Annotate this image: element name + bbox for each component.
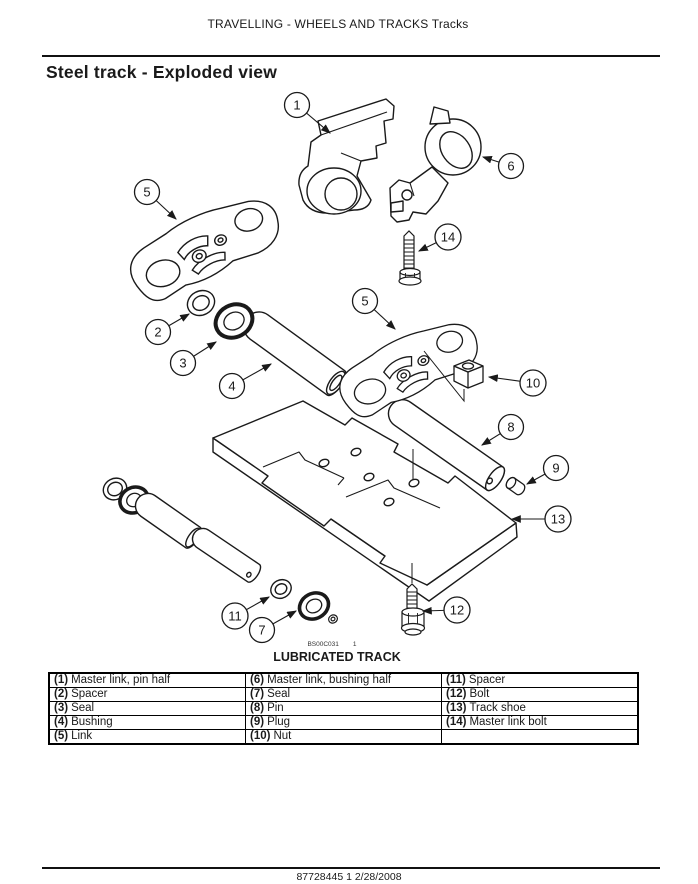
part-12-bolt [400,583,426,636]
part-cell-10: (10)Nut [245,729,442,745]
svg-text:4: 4 [228,379,235,394]
callout-14: 14 [418,223,462,252]
part-10-nut [453,359,484,389]
part-cell-5: (5)Link [48,729,246,745]
part-6-master-link-bushing-half [389,106,482,223]
figure-ref-code: BS00C031 [307,641,339,648]
callout-6: 6 [481,152,525,180]
part-cell-6: (6)Master link, bushing half [245,672,442,688]
callout-2: 2 [144,313,190,346]
part-8-pin-lower [191,527,262,583]
parts-legend-table: (1)Master link, pin half (6)Master link,… [48,672,639,745]
svg-text:13: 13 [551,512,565,527]
svg-text:2: 2 [154,325,161,340]
svg-text:1: 1 [293,98,300,113]
figure-caption: LUBRICATED TRACK [273,650,401,664]
breadcrumb: TRAVELLING - WHEELS AND TRACKS Tracks [207,17,469,31]
part-cell-9: (9)Plug [245,715,442,730]
part-1-master-link-pin-half [298,98,395,215]
part-9-plug-lower [328,614,338,624]
svg-text:7: 7 [258,623,265,638]
svg-text:9: 9 [552,461,559,476]
callout-5a: 5 [133,178,177,220]
part-cell-14: (14)Master link bolt [441,715,639,730]
callout-11: 11 [221,596,270,630]
part-cell-7: (7)Seal [245,687,442,702]
callout-7: 7 [248,610,297,644]
svg-text:5: 5 [361,294,368,309]
part-cell-1: (1)Master link, pin half [48,672,246,688]
callout-12: 12 [421,596,471,624]
part-4-bushing [243,311,347,397]
part-cell-13: (13)Track shoe [441,701,639,716]
part-7-seal [297,591,331,621]
figure-reference: BS00C031 1 [262,641,402,648]
part-11-spacer [270,578,292,600]
callout-10: 10 [487,369,547,397]
part-cell-3: (3)Seal [48,701,246,716]
title-divider [42,55,660,57]
svg-text:12: 12 [450,603,464,618]
table-row: (2)Spacer (7)Seal (12)Bolt [48,687,639,702]
svg-text:11: 11 [228,609,242,624]
footer-text: 87728445 1 2/28/2008 [296,871,402,883]
part-9-plug [505,476,526,496]
part-14-master-link-bolt [398,230,422,286]
part-cell-8: (8)Pin [245,701,442,716]
table-row: (3)Seal (8)Pin (13)Track shoe [48,701,639,716]
callout-5b: 5 [351,287,396,330]
part-cell-4: (4)Bushing [48,715,246,730]
part-cell-11: (11)Spacer [441,672,639,688]
part-cell-2: (2)Spacer [48,687,246,702]
part-cell-empty [441,729,639,745]
svg-text:3: 3 [179,356,186,371]
table-row: (4)Bushing (9)Plug (14)Master link bolt [48,715,639,730]
footer-divider [42,867,660,869]
part-13-track-shoe [212,400,518,602]
table-row: (5)Link (10)Nut [48,729,639,745]
part-3-seal [213,302,255,340]
callout-1: 1 [283,91,331,134]
callout-3: 3 [169,341,217,377]
part-cell-12: (12)Bolt [441,687,639,702]
svg-text:14: 14 [441,230,455,245]
callout-8: 8 [481,413,525,446]
svg-text:10: 10 [526,376,540,391]
svg-text:8: 8 [507,420,514,435]
part-2-spacer [186,289,216,317]
part-5-link-lower [329,309,488,424]
table-row: (1)Master link, pin half (6)Master link,… [48,672,639,688]
svg-text:5: 5 [143,185,150,200]
svg-text:6: 6 [507,159,514,174]
callout-9: 9 [526,454,570,485]
page-title: Steel track - Exploded view [46,62,278,82]
figure-number: 1 [352,641,357,648]
callout-13: 13 [510,505,572,533]
callout-4: 4 [218,363,272,400]
